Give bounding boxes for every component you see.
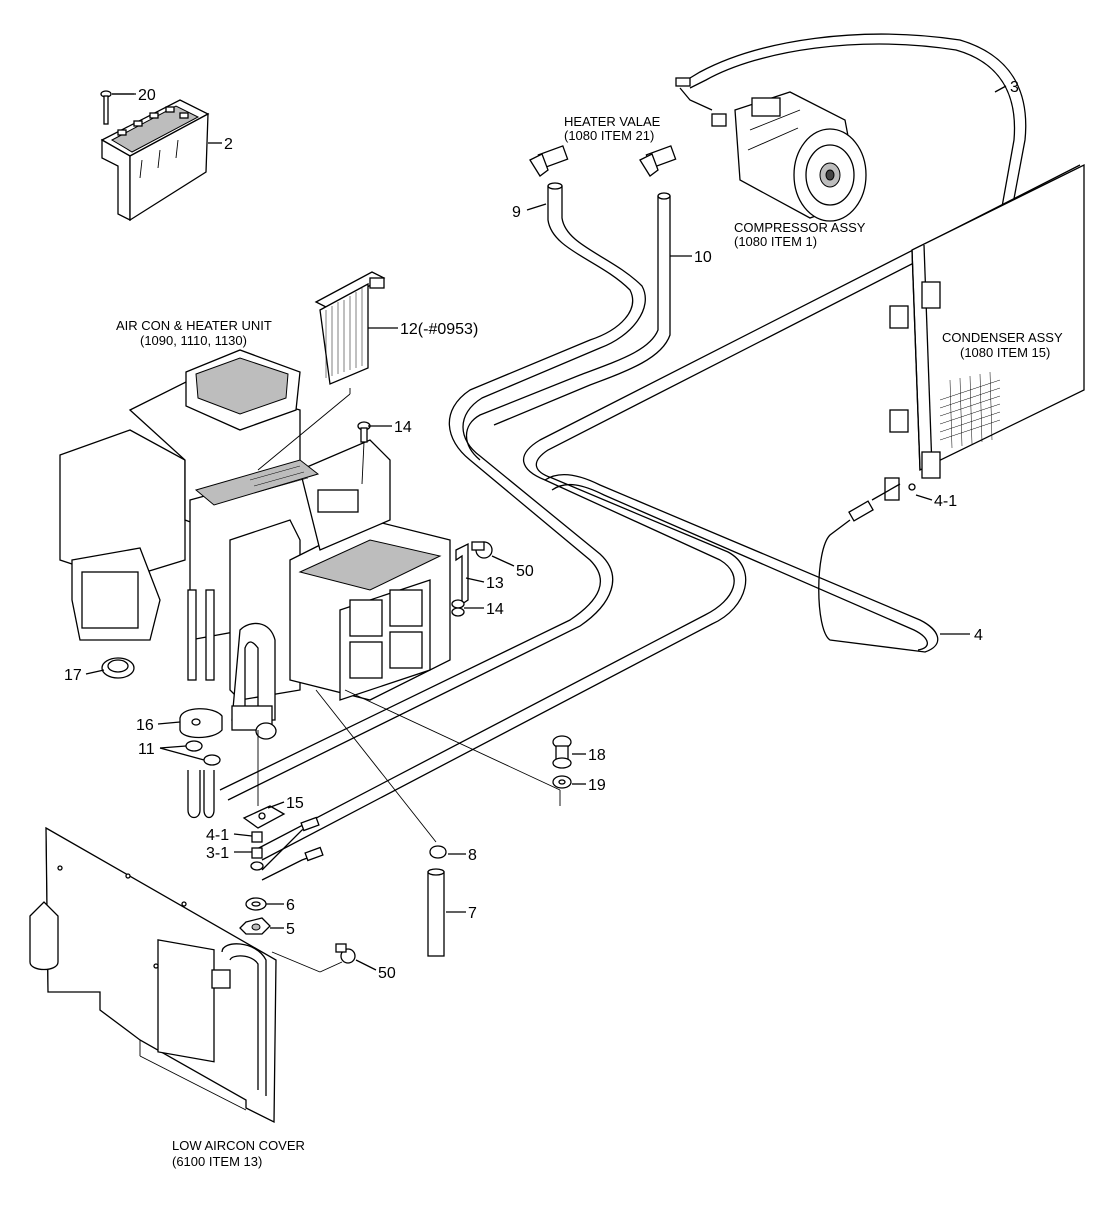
bolt-18	[552, 735, 572, 769]
caption-cover-line1: LOW AIRCON COVER	[172, 1138, 305, 1153]
caption-condenser-line1: CONDENSER ASSY	[942, 330, 1063, 345]
clip-8	[429, 845, 447, 859]
caption-aircon-unit-line1: AIR CON & HEATER UNIT	[116, 318, 272, 333]
callout-19: 19	[588, 777, 606, 794]
callout-13: 13	[486, 575, 504, 592]
plate-15	[242, 805, 286, 829]
callout-4: 4	[974, 627, 983, 644]
screw-14-lower	[451, 599, 465, 617]
callout-14-lower: 14	[486, 601, 504, 618]
drain-hose-7	[427, 868, 445, 957]
aircon-heater-unit	[59, 349, 451, 740]
caption-compressor-line1: COMPRESSOR ASSY	[734, 220, 866, 235]
callout-50-lower: 50	[378, 965, 396, 982]
callout-12: 12(-#0953)	[400, 321, 478, 338]
caption-heater-valve-line2: (1080 ITEM 21)	[564, 128, 654, 143]
callout-20: 20	[138, 87, 156, 104]
control-panel	[100, 99, 210, 222]
callout-4-1-upper: 4-1	[934, 493, 957, 510]
callout-3-1: 3-1	[206, 845, 229, 862]
grommet-17	[101, 657, 135, 679]
compressor	[711, 91, 867, 222]
captions: HEATER VALAE (1080 ITEM 21) COMPRESSOR A…	[116, 114, 1063, 1169]
callout-7: 7	[468, 905, 477, 922]
callout-8: 8	[468, 847, 477, 864]
callout-2: 2	[224, 136, 233, 153]
nut-5	[239, 917, 271, 935]
clamps-11	[185, 740, 221, 766]
callout-18: 18	[588, 747, 606, 764]
caption-compressor-line2: (1080 ITEM 1)	[734, 234, 817, 249]
callout-14-upper: 14	[394, 419, 412, 436]
callout-9: 9	[512, 204, 521, 221]
callout-5: 5	[286, 921, 295, 938]
callout-17: 17	[64, 667, 82, 684]
callout-6: 6	[286, 897, 295, 914]
caption-cover-line2: (6100 ITEM 13)	[172, 1154, 262, 1169]
heater-valve-left	[529, 145, 569, 177]
caption-heater-valve-line1: HEATER VALAE	[564, 114, 661, 129]
callout-16: 16	[136, 717, 154, 734]
fittings-4-1-3-1	[250, 816, 324, 881]
heater-valve-right	[639, 145, 677, 177]
evaporator	[314, 271, 386, 385]
callout-10: 10	[694, 249, 712, 266]
hose-4-fitting	[848, 477, 916, 522]
caption-condenser-line2: (1080 ITEM 15)	[960, 345, 1050, 360]
caption-aircon-unit-line2: (1090, 1110, 1130)	[140, 333, 247, 348]
screw-14-upper	[357, 421, 371, 443]
callout-15: 15	[286, 795, 304, 812]
callout-3: 3	[1010, 79, 1019, 96]
callout-4-1-lower: 4-1	[206, 827, 229, 844]
callout-50-upper: 50	[516, 563, 534, 580]
low-aircon-cover	[29, 826, 277, 1124]
callout-11: 11	[138, 741, 155, 758]
sensor-50-lower	[335, 943, 356, 964]
bracket-13-sensor-50	[455, 541, 493, 606]
callout-labels: 20 2 3 9 10 12(-#0953) 14 13 50 14 4-1 4…	[64, 79, 1019, 982]
washer-6	[245, 897, 267, 911]
bolt-20	[100, 90, 134, 125]
seal-16	[179, 708, 223, 739]
washer-19	[552, 775, 572, 789]
condenser	[889, 163, 1085, 479]
